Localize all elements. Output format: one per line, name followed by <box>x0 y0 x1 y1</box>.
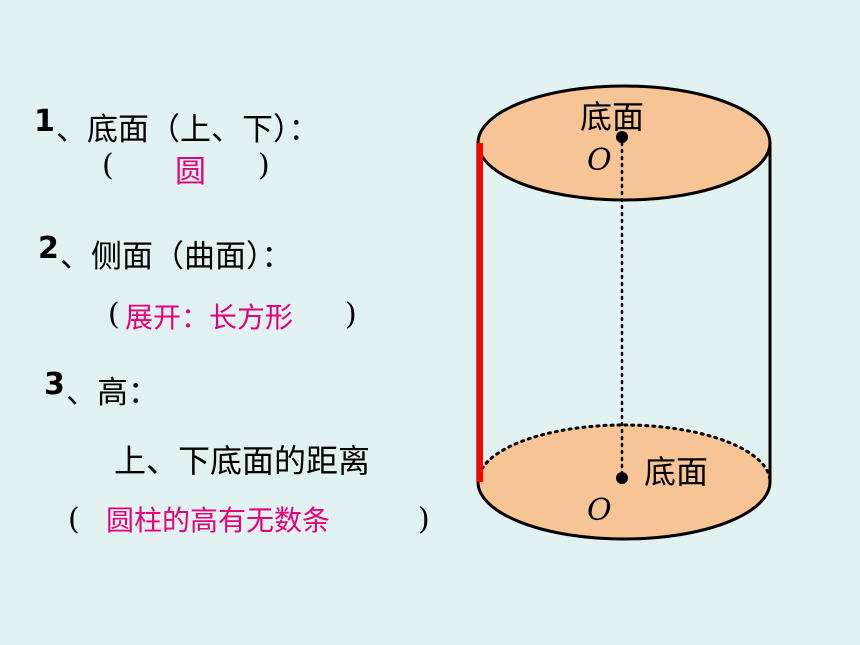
item-2-number: 2 <box>38 231 59 266</box>
item-3-number: 3 <box>44 367 65 402</box>
item-1-close-paren: ) <box>258 148 270 183</box>
item-1-number: 1 <box>34 104 55 139</box>
bottom-center-point <box>616 472 628 484</box>
top-center-label: O <box>587 143 612 178</box>
item-2-title: 、侧面（曲面）： <box>60 239 293 275</box>
item-3-answer: 圆柱的高有无数条 <box>106 504 331 537</box>
bottom-base-front-edge <box>476 481 772 541</box>
bottom-base-label: 底面 <box>644 453 709 491</box>
item-2-answer: 展开：长方形 <box>125 301 294 334</box>
top-base-label: 底面 <box>580 98 645 136</box>
top-center-point <box>616 131 628 143</box>
item-3-open-paren: ( <box>68 502 80 537</box>
item-1-title: 、底面（上、下）： <box>56 112 320 148</box>
bottom-base-fill-back <box>478 425 770 482</box>
item-1-open-paren: ( <box>102 148 114 183</box>
bottom-base-back-edge <box>476 423 772 484</box>
item-3-description: 上、下底面的距离 <box>114 442 371 480</box>
item-2-open-paren: ( <box>108 297 120 332</box>
item-2-close-paren: ) <box>345 297 357 332</box>
bottom-center-label: O <box>587 493 612 528</box>
item-3-close-paren: ) <box>418 502 430 537</box>
bottom-base-fill-front <box>478 482 770 539</box>
item-1-answer: 圆 <box>175 154 206 190</box>
item-3-title: 、高： <box>66 375 159 411</box>
